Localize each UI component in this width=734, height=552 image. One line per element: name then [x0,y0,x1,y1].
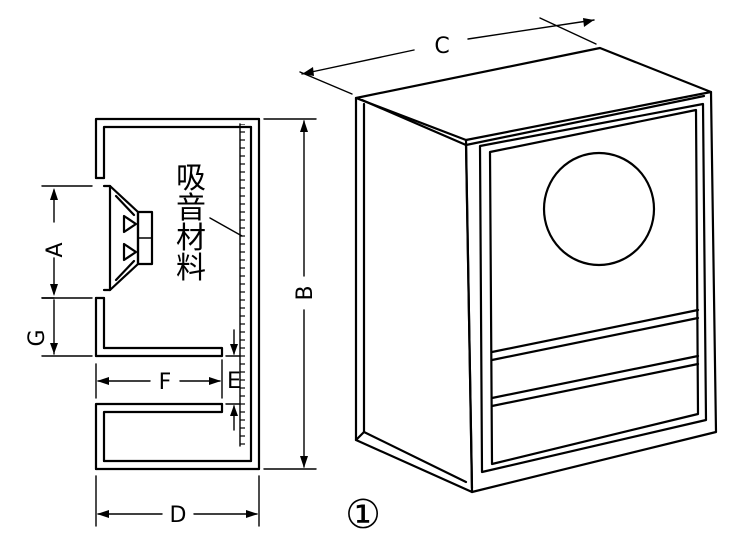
enclosure-walls [94,117,261,471]
port-opening [490,308,700,408]
dimension-f: F [95,359,223,399]
dimension-c: C [299,17,597,95]
material-char-3: 材 [176,221,206,256]
dimension-a: A [41,185,93,299]
dimension-label-d: D [170,503,187,528]
dimension-label-b: B [293,285,318,300]
speaker-opening [542,151,656,267]
perspective-view: C [299,17,718,494]
dimension-g: G [25,297,93,357]
dimension-label-e: E [227,369,241,394]
dimension-label-a: A [43,242,68,257]
material-char-2: 音 [176,191,206,226]
material-label: 吸 音 材 料 [176,161,243,286]
section-view: 吸 音 材 料 A G [25,117,318,528]
dimension-label-c: C [434,34,449,59]
material-char-4: 料 [176,251,206,286]
dimension-label-f: F [159,370,172,395]
material-leader-line [209,217,243,237]
loudspeaker-section [102,184,154,292]
dimension-e: E [225,329,241,431]
cabinet-body [354,46,718,494]
dimension-b: B [263,118,318,470]
material-char-1: 吸 [176,161,206,196]
figure-number: ① [345,492,381,538]
dimension-label-g: G [25,329,50,346]
dimension-d: D [95,475,260,528]
absorbent-material-strip [240,124,250,446]
